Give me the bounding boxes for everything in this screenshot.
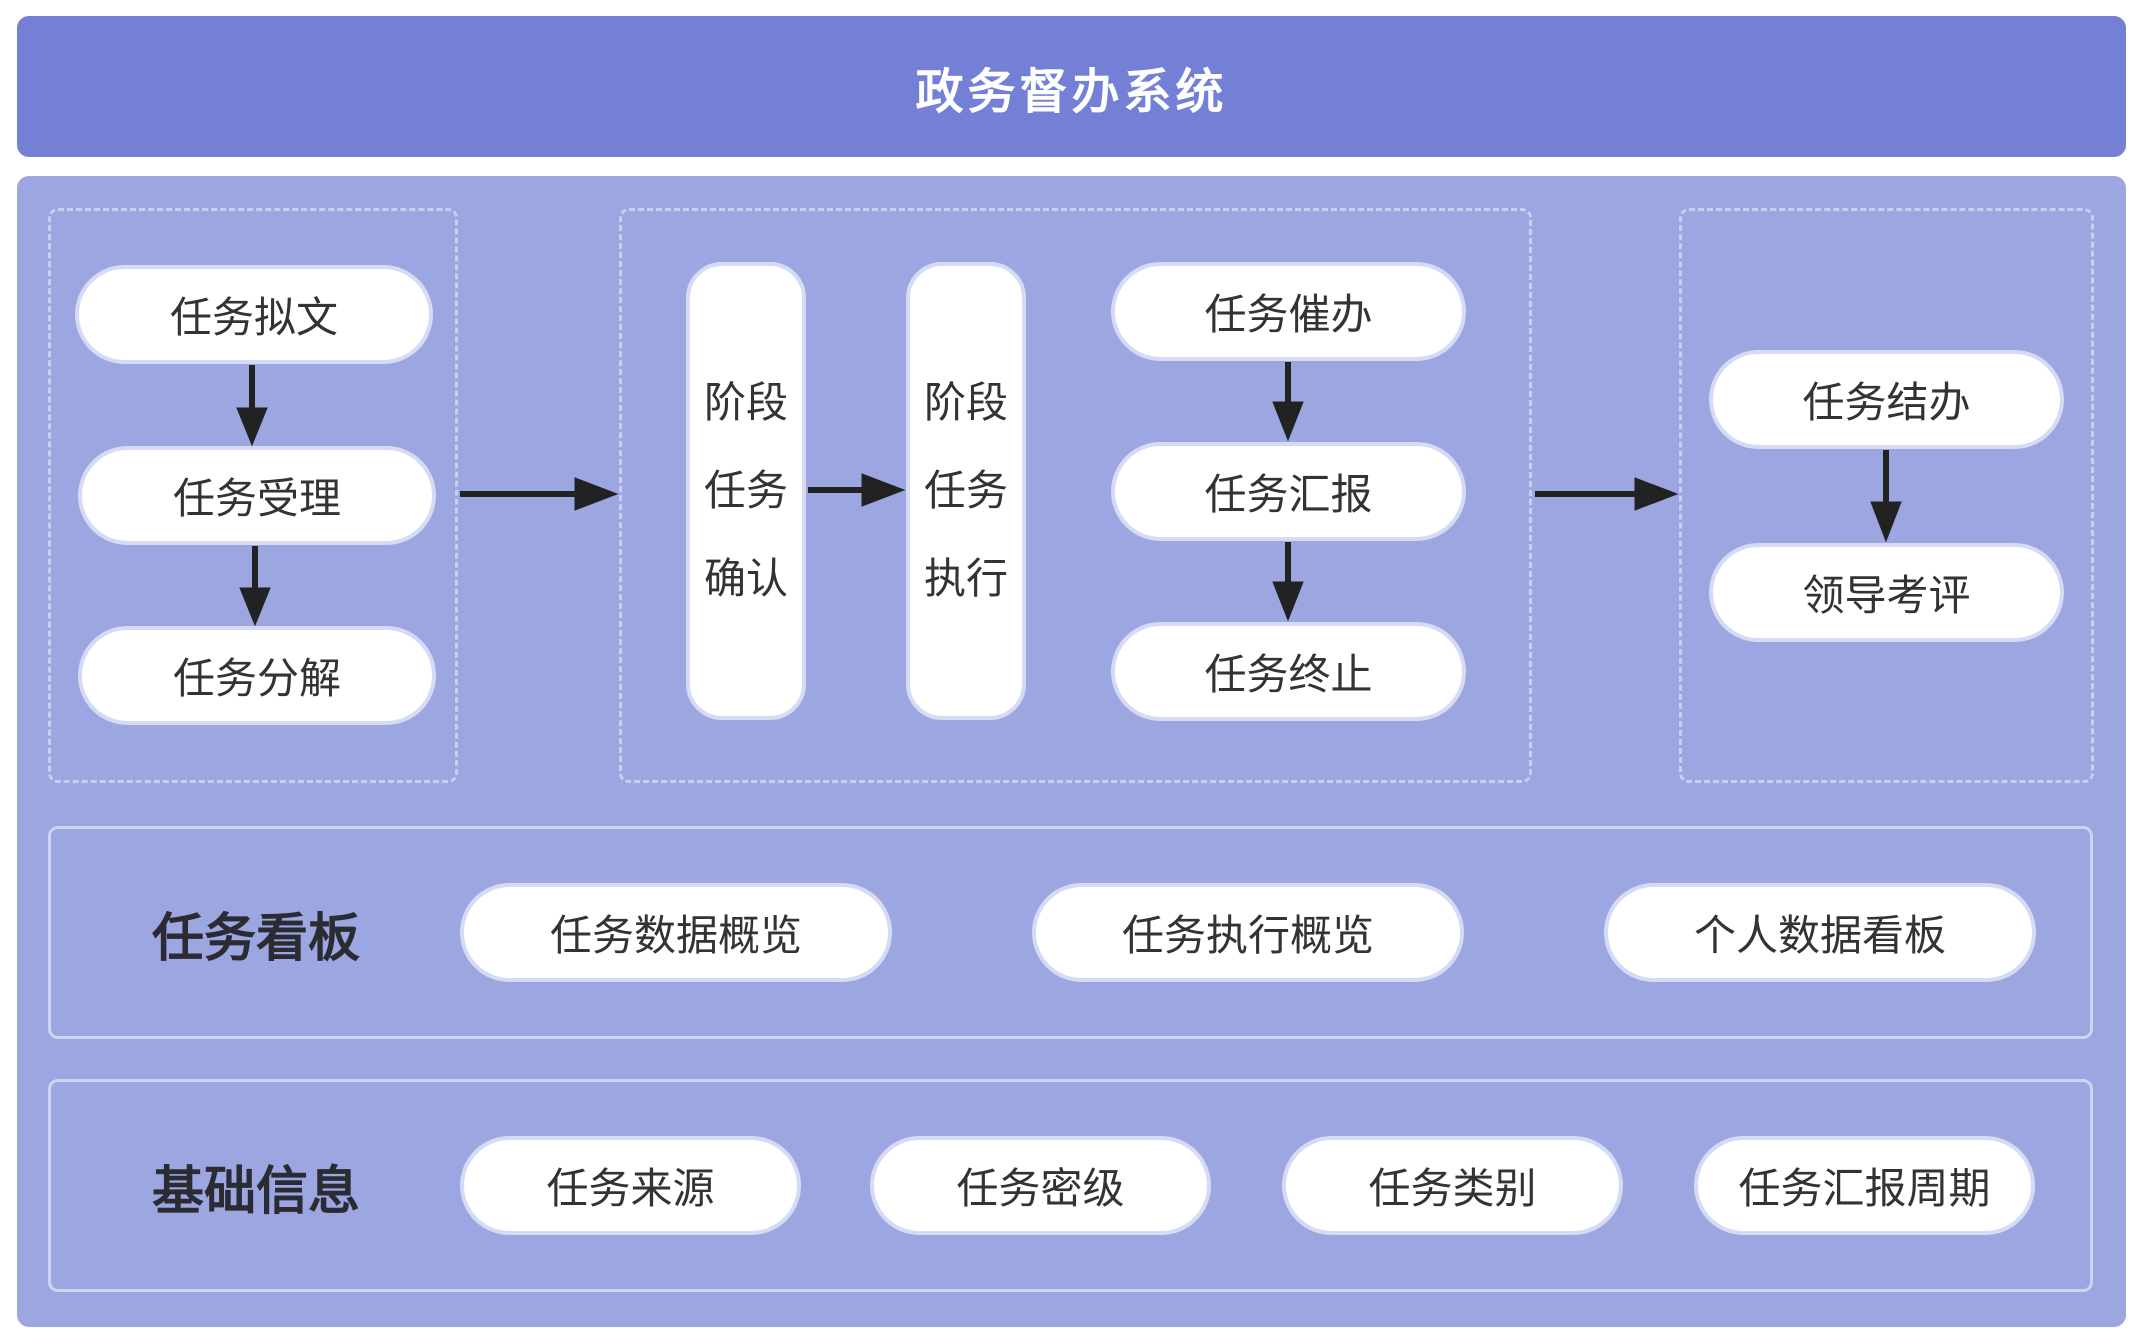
basic-info-section bbox=[48, 1079, 2093, 1292]
arrow-reporting-to-termination bbox=[1272, 542, 1304, 622]
node-label: 领导考评 bbox=[1802, 571, 1971, 620]
dashboard-item-task-execution-overview: 任务执行概览 bbox=[1032, 883, 1464, 982]
arrow-completion-to-evaluation bbox=[1870, 450, 1902, 543]
node-task-decomposition: 任务分解 bbox=[78, 626, 436, 725]
node-label-line: 阶段 bbox=[923, 378, 1008, 427]
flow-group-closing bbox=[1679, 208, 2094, 783]
basic-info-item-task-security-level: 任务密级 bbox=[870, 1136, 1211, 1235]
item-label: 任务密级 bbox=[956, 1164, 1125, 1213]
arrow-drafting-to-acceptance bbox=[236, 365, 268, 447]
dashboard-section bbox=[48, 826, 2093, 1039]
arrow-group2-to-group3 bbox=[1535, 477, 1679, 511]
basic-info-item-task-report-cycle: 任务汇报周期 bbox=[1694, 1136, 2035, 1235]
node-label-line: 确认 bbox=[703, 554, 788, 603]
basic-info-title-text: 基础信息 bbox=[152, 1161, 361, 1222]
dashboard-item-task-data-overview: 任务数据概览 bbox=[460, 883, 892, 982]
node-label: 任务受理 bbox=[172, 474, 341, 523]
node-task-termination: 任务终止 bbox=[1111, 622, 1466, 721]
arrow-confirm-to-execute bbox=[808, 473, 906, 507]
item-label: 任务执行概览 bbox=[1121, 911, 1374, 960]
dashboard-title: 任务看板 bbox=[152, 893, 360, 973]
node-label-line: 任务 bbox=[923, 466, 1008, 515]
node-stage-task-confirm: 阶段 任务 确认 bbox=[686, 262, 806, 720]
node-task-urging: 任务催办 bbox=[1111, 262, 1466, 361]
flow-group-execution bbox=[619, 208, 1532, 783]
node-label: 任务汇报 bbox=[1204, 470, 1373, 519]
node-stage-task-execute: 阶段 任务 执行 bbox=[906, 262, 1026, 720]
node-label-line: 阶段 bbox=[703, 378, 788, 427]
node-task-acceptance: 任务受理 bbox=[78, 446, 436, 545]
node-label: 任务终止 bbox=[1204, 650, 1373, 699]
basic-info-item-task-source: 任务来源 bbox=[460, 1136, 801, 1235]
node-label: 任务催办 bbox=[1204, 290, 1373, 339]
dashboard-item-personal-data-board: 个人数据看板 bbox=[1604, 883, 2036, 982]
item-label: 任务类别 bbox=[1368, 1164, 1537, 1213]
item-label: 任务来源 bbox=[546, 1164, 715, 1213]
arrow-group1-to-group2 bbox=[460, 477, 619, 511]
node-leader-evaluation: 领导考评 bbox=[1709, 543, 2064, 642]
node-task-drafting: 任务拟文 bbox=[75, 265, 433, 364]
node-label: 任务拟文 bbox=[169, 293, 338, 342]
system-title: 政务督办系统 bbox=[915, 63, 1228, 120]
node-task-completion: 任务结办 bbox=[1709, 350, 2064, 449]
node-label: 任务分解 bbox=[172, 654, 341, 703]
node-label: 任务结办 bbox=[1802, 378, 1971, 427]
item-label: 任务数据概览 bbox=[549, 911, 802, 960]
node-task-reporting: 任务汇报 bbox=[1111, 442, 1466, 541]
node-label-line: 任务 bbox=[703, 466, 788, 515]
arrow-acceptance-to-decomposition bbox=[239, 546, 271, 627]
basic-info-item-task-category: 任务类别 bbox=[1282, 1136, 1623, 1235]
flow-group-drafting bbox=[48, 208, 458, 783]
arrow-urging-to-reporting bbox=[1272, 362, 1304, 442]
item-label: 个人数据看板 bbox=[1693, 911, 1946, 960]
item-label: 任务汇报周期 bbox=[1738, 1164, 1991, 1213]
node-label-line: 执行 bbox=[923, 554, 1008, 603]
header-bar: 政务督办系统 bbox=[17, 16, 2126, 157]
dashboard-title-text: 任务看板 bbox=[152, 908, 361, 969]
basic-info-title: 基础信息 bbox=[152, 1146, 360, 1226]
